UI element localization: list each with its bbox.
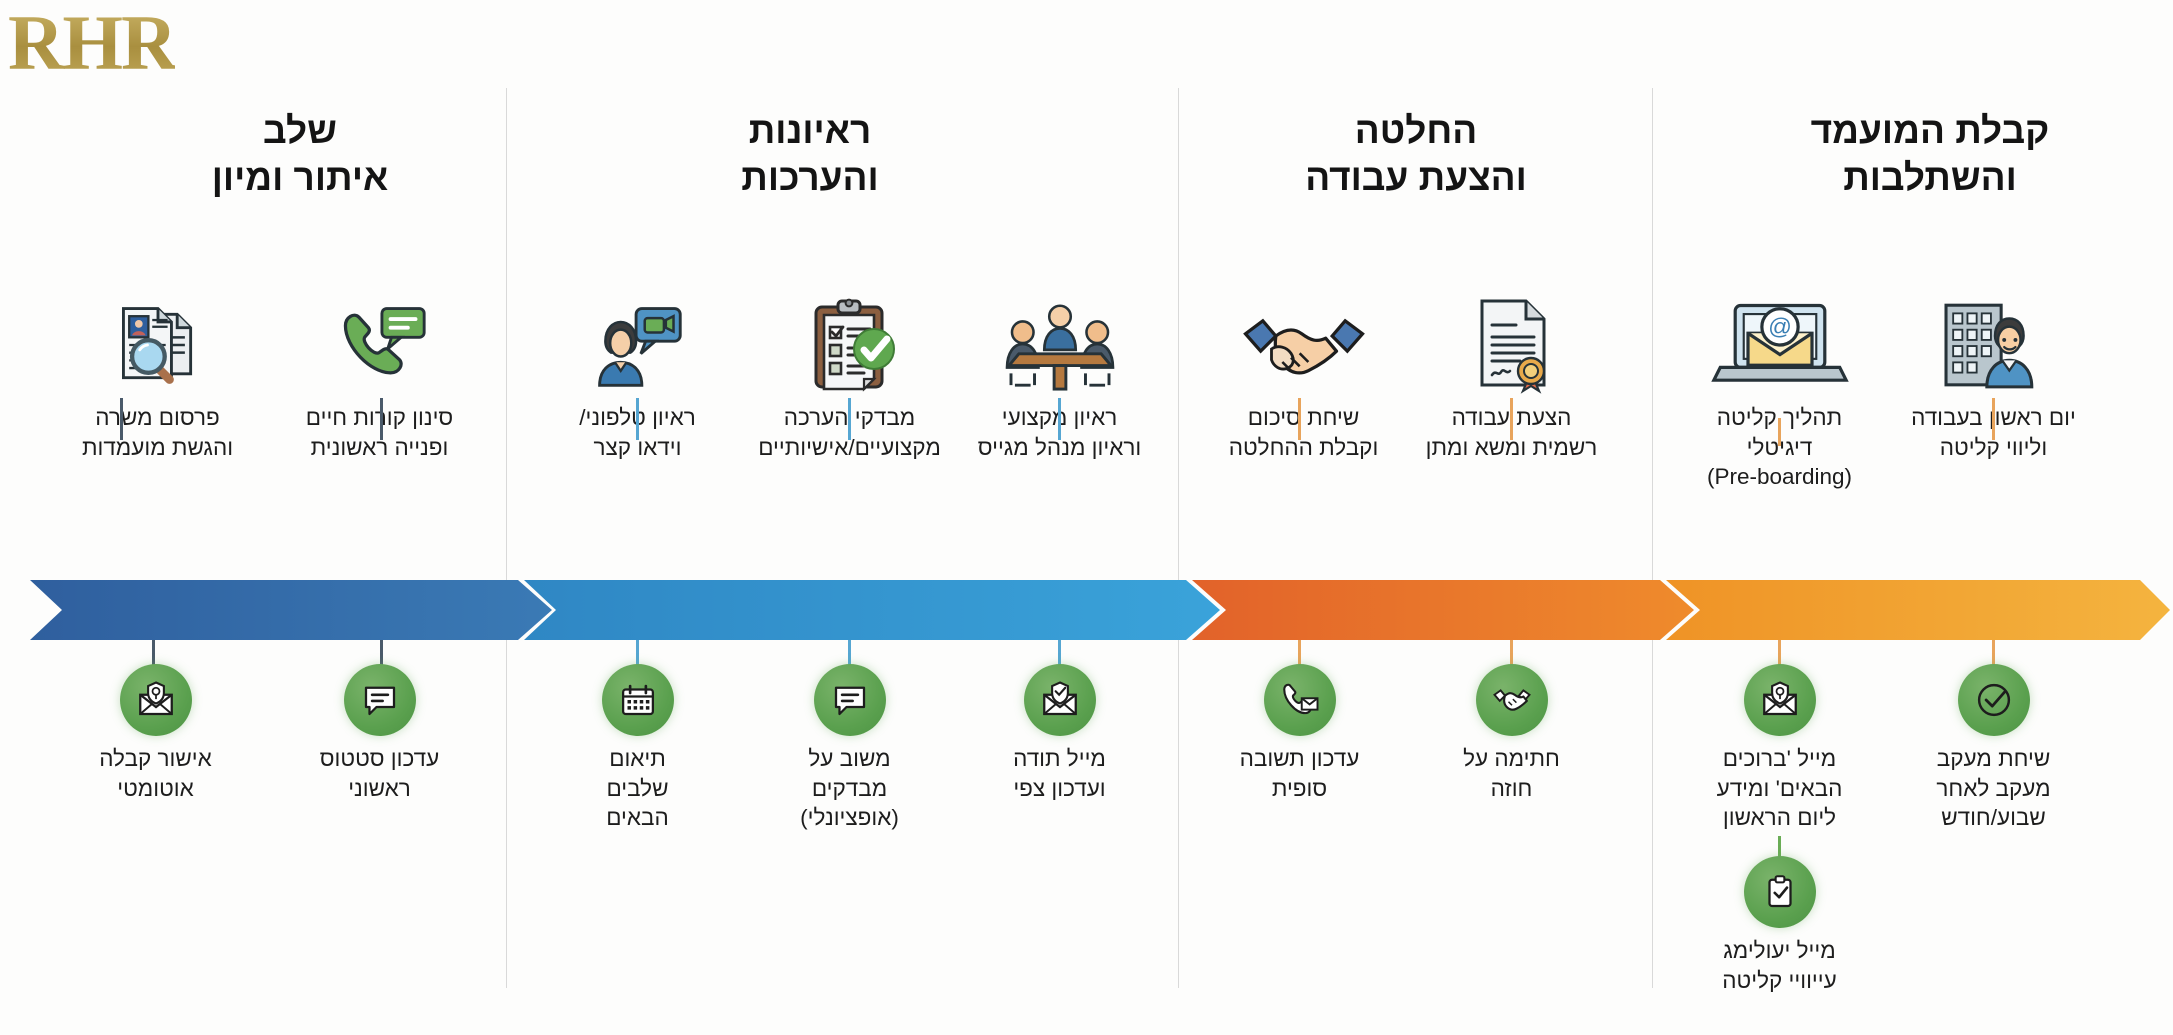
arrow-segment-onboarding [1666, 580, 2170, 640]
milestone-label: ראיון מקצועי וראיון מנהל מגייס [977, 405, 1142, 460]
connector-stem [1778, 418, 1781, 446]
milestone-label: הצעת עבודה רשמית ומשא ומתן [1425, 405, 1598, 460]
stage-title-line2: איתור ומיון [211, 156, 389, 198]
connector-stem [1510, 640, 1513, 666]
connector-stem [848, 398, 851, 440]
touchpoint-welcome-email[interactable]: מייל 'ברוכים הבאים' ומידע ליום הראשון [1672, 664, 1887, 833]
milestone-job-offer[interactable]: הצעת עבודה רשמית ומשא ומתן [1404, 288, 1619, 462]
touchpoint-label: עדכון תשובה סופית [1239, 746, 1360, 801]
stage-title-line1: שלב [263, 110, 337, 151]
stage-title-line1: החלטה [1354, 110, 1478, 151]
milestone-professional-interview[interactable]: ראיון מקצועי וראיון מנהל מגייס [952, 288, 1167, 462]
svg-text:@: @ [1768, 313, 1792, 339]
connector-stem [152, 640, 155, 666]
stage-title-line1: ראיונות [748, 110, 872, 151]
arrow-segment-sourcing [30, 580, 552, 640]
connector-stem [120, 398, 123, 440]
connector-stem [1058, 398, 1061, 440]
column-divider [506, 88, 507, 988]
milestone-label: שיחת סיכום וקבלת ההחלטה [1228, 405, 1379, 460]
welcome-mail-icon [1743, 664, 1816, 736]
column-divider [1652, 88, 1653, 988]
assessment-clipboard-icon [742, 288, 957, 393]
touchpoint-label: משוב על מבדקים (אופציונלי) [800, 746, 899, 831]
clipboard-check-icon [1743, 856, 1816, 928]
chat-bubble-icon [343, 664, 416, 736]
resume-search-icon [50, 288, 265, 393]
meeting-table-icon [952, 288, 1167, 393]
connector-stem [1298, 640, 1301, 666]
video-interview-icon [530, 288, 745, 393]
timeline-arrow-ribbon [30, 580, 2170, 640]
feedback-chat-icon [813, 664, 886, 736]
touchpoint-label: מייל 'ברוכים הבאים' ומידע ליום הראשון [1716, 746, 1843, 831]
rhr-logo: RHR [8, 0, 177, 86]
touchpoint-label: תיאום שלבים הבאים [606, 746, 669, 831]
milestone-label: ראיון טלפוני/ וידאו קצר [579, 405, 696, 460]
touchpoint-thankyou-email[interactable]: מייל תודה ועדכון צפי [952, 664, 1167, 803]
milestone-summary-call[interactable]: שיחת סיכום וקבלת ההחלטה [1196, 288, 1411, 462]
envelope-confirm-icon [119, 664, 192, 736]
connector-stem [380, 398, 383, 440]
connector-stem [1778, 836, 1781, 858]
connector-stem [636, 398, 639, 440]
contract-seal-icon [1404, 288, 1619, 394]
touchpoint-test-feedback[interactable]: משוב על מבדקים (אופציונלי) [742, 664, 957, 833]
connector-stem [1298, 398, 1301, 440]
milestone-phone-video-interview[interactable]: ראיון טלפוני/ וידאו קצר [530, 288, 745, 462]
arrow-segment-interviews [524, 580, 1220, 640]
signed-handshake-icon [1475, 664, 1548, 736]
stage-header-decision: החלטה והצעת עבודה [1196, 108, 1636, 201]
handshake-icon [1196, 288, 1411, 393]
touchpoint-contract-signing[interactable]: חתימה על חוזה [1404, 664, 1619, 803]
touchpoint-initial-status-update[interactable]: עדכון סטטוס ראשוני [272, 664, 487, 803]
stage-title-line2: והשתלבות [1843, 156, 2017, 198]
milestone-label: יום ראשון בעבודה וליווי קליטה [1911, 405, 2076, 460]
touchpoint-label: שיחת מעקב מעקב לאחר שבוע/חודש [1936, 746, 2051, 831]
phone-chat-icon [272, 288, 487, 393]
stage-header-interviews: ראיונות והערכות [610, 108, 1010, 201]
connector-stem [636, 640, 639, 666]
touchpoint-onboarding-survey[interactable]: מייל יעולימג עייוויי קליטה [1672, 856, 1887, 995]
laptop-email-icon: @ [1672, 288, 1887, 393]
office-employee-icon [1886, 288, 2101, 393]
arrow-segment-decision [1192, 580, 1694, 640]
touchpoint-label: מייל תודה ועדכון צפי [1013, 746, 1106, 801]
touchpoint-label: מייל יעולימג עייוויי קליטה [1722, 938, 1837, 993]
stage-title-line2: והצעת עבודה [1305, 156, 1527, 198]
stage-header-onboarding: קבלת המועמד והשתלבות [1700, 108, 2160, 201]
check-circle-icon [1957, 664, 2030, 736]
connector-stem [1992, 640, 1995, 666]
phone-mail-icon [1263, 664, 1336, 736]
stage-header-sourcing: שלב איתור ומיון [100, 108, 500, 201]
touchpoint-label: עדכון סטטוס ראשוני [319, 746, 440, 801]
milestone-label: סינון קורות חיים ופנייה ראשונית [305, 405, 454, 460]
connector-stem [380, 640, 383, 666]
milestone-label: תהליך קליטה דיגיטלי (Pre-boarding) [1706, 405, 1853, 490]
touchpoint-next-steps-scheduling[interactable]: תיאום שלבים הבאים [530, 664, 745, 833]
touchpoint-followup-call[interactable]: שיחת מעקב מעקב לאחר שבוע/חודש [1886, 664, 2101, 833]
milestone-cv-screening[interactable]: סינון קורות חיים ופנייה ראשונית [272, 288, 487, 462]
milestone-first-day[interactable]: יום ראשון בעבודה וליווי קליטה [1886, 288, 2101, 462]
touchpoint-final-answer-update[interactable]: עדכון תשובה סופית [1192, 664, 1407, 803]
connector-stem [1058, 640, 1061, 666]
connector-stem [1992, 398, 1995, 440]
touchpoint-label: אישור קבלה אוטומטי [99, 746, 212, 801]
touchpoint-auto-confirmation[interactable]: אישור קבלה אוטומטי [48, 664, 263, 803]
thankyou-mail-icon [1023, 664, 1096, 736]
stage-title-line2: והערכות [741, 156, 879, 198]
column-divider [1178, 88, 1179, 988]
connector-stem [1778, 640, 1781, 666]
calendar-icon [601, 664, 674, 736]
milestone-job-posting[interactable]: פרסום משרה והגשת מועמדות [50, 288, 265, 462]
touchpoint-label: חתימה על חוזה [1463, 746, 1560, 801]
milestone-digital-preboarding[interactable]: @ תהליך קליטה דיגיטלי (Pre-boarding) [1672, 288, 1887, 492]
milestone-label: פרסום משרה והגשת מועמדות [81, 405, 234, 460]
connector-stem [1510, 398, 1513, 440]
stage-title-line1: קבלת המועמד [1810, 110, 2050, 151]
connector-stem [848, 640, 851, 666]
